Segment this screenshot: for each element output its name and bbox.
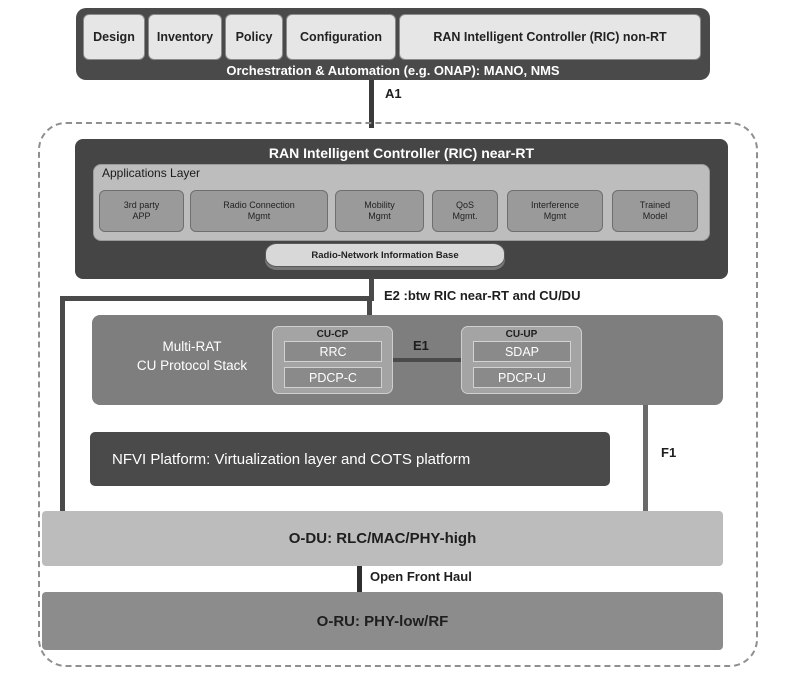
policy-tab: Policy: [225, 14, 283, 60]
ric-near-rt-title: RAN Intelligent Controller (RIC) near-RT: [268, 145, 535, 161]
pdcp-u-box: PDCP-U: [473, 367, 571, 388]
app-label-line2: Mgmt: [543, 211, 567, 221]
o-du-block: O-DU: RLC/MAC/PHY-high: [42, 511, 723, 566]
orchestration-block: Design Inventory Policy Configuration RA…: [76, 8, 710, 80]
e2-bus-to-odu: [60, 296, 65, 512]
design-tab: Design: [83, 14, 145, 60]
open-front-haul-label: Open Front Haul: [370, 569, 472, 584]
applications-layer-title: Applications Layer: [102, 166, 201, 180]
app-label-line2: APP: [132, 211, 151, 221]
cu-stack-label-line1: Multi-RAT: [162, 339, 222, 354]
nfvi-platform: NFVI Platform: Virtualization layer and …: [90, 432, 610, 486]
trained-model-box: Trained Model: [612, 190, 698, 232]
pdcp-c-box: PDCP-C: [284, 367, 382, 388]
ric-non-rt-tab: RAN Intelligent Controller (RIC) non-RT: [399, 14, 701, 60]
app-label-line2: Mgmt.: [452, 211, 478, 221]
qos-mgmt-box: QoS Mgmt.: [432, 190, 498, 232]
app-label-line1: Interference: [530, 200, 580, 210]
e1-connector: [393, 358, 461, 362]
cu-cp-title: CU-CP: [316, 328, 349, 340]
third-party-app-box: 3rd party APP: [99, 190, 184, 232]
a1-connector: [369, 80, 374, 128]
app-label-line2: Mgmt: [368, 211, 391, 221]
app-label-line2: Mgmt: [247, 211, 271, 221]
app-label-line2: Model: [642, 211, 668, 221]
e2-label: E2 :btw RIC near-RT and CU/DU: [384, 288, 581, 303]
open-front-haul-connector: [357, 566, 362, 592]
interference-mgmt-box: Interference Mgmt: [507, 190, 603, 232]
cu-up-box: CU-UP SDAP PDCP-U: [461, 326, 582, 394]
e1-label: E1: [413, 338, 429, 353]
mobility-mgmt-box: Mobility Mgmt: [335, 190, 424, 232]
app-label-line1: Radio Connection: [223, 200, 295, 210]
o-ran-frame: [38, 122, 758, 667]
cu-stack-label: Multi-RAT CU Protocol Stack: [112, 337, 272, 375]
cu-cp-box: CU-CP RRC PDCP-C: [272, 326, 393, 394]
app-label-line1: QoS: [455, 200, 474, 210]
o-ru-block: O-RU: PHY-low/RF: [42, 592, 723, 650]
app-label-line1: Trained: [639, 200, 671, 210]
rrc-box: RRC: [284, 341, 382, 362]
cu-stack-label-line2: CU Protocol Stack: [136, 358, 248, 373]
f1-connector: [643, 405, 648, 512]
ric-near-rt-block: RAN Intelligent Controller (RIC) near-RT…: [75, 139, 728, 279]
inventory-tab: Inventory: [148, 14, 222, 60]
configuration-tab: Configuration: [286, 14, 396, 60]
e2-to-cu: [367, 296, 372, 316]
applications-layer: Applications Layer 3rd party APP Radio C…: [93, 164, 710, 241]
app-label-line1: 3rd party: [123, 200, 160, 210]
app-label-line1: Mobility: [364, 200, 395, 210]
cu-protocol-stack: Multi-RAT CU Protocol Stack CU-CP RRC PD…: [92, 315, 723, 405]
e2-stem: [369, 279, 374, 297]
cu-up-title: CU-UP: [505, 328, 538, 340]
orchestration-caption: Orchestration & Automation (e.g. ONAP): …: [226, 62, 560, 78]
e2-bus-horizontal: [60, 296, 374, 301]
radio-connection-mgmt-box: Radio Connection Mgmt: [190, 190, 328, 232]
rnib-database: Radio-Network Information Base: [265, 243, 505, 267]
a1-label: A1: [385, 86, 402, 101]
f1-label: F1: [661, 445, 677, 460]
sdap-box: SDAP: [473, 341, 571, 362]
